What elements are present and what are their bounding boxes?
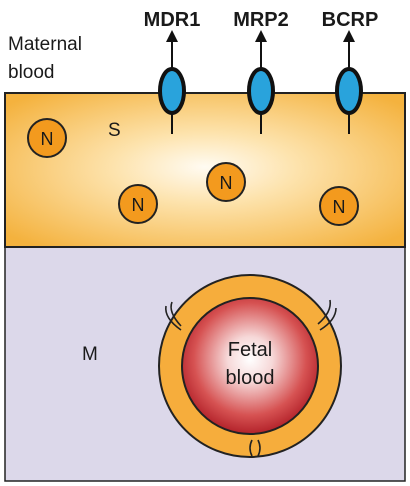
maternal-blood-label-line1: Maternal <box>8 34 82 55</box>
svg-text:N: N <box>220 173 233 193</box>
transporter-label-mdr1: MDR1 <box>144 9 201 31</box>
transporter-label-bcrp: BCRP <box>322 9 379 31</box>
syncytium-label: S <box>108 120 121 141</box>
transporter-label-mrp2: MRP2 <box>233 9 289 31</box>
mesenchyme-label: M <box>82 344 98 365</box>
maternal-blood-label-line2: blood <box>8 62 55 83</box>
nucleus: N <box>118 184 158 224</box>
transporter-bcrp <box>335 30 363 134</box>
transporter-mrp2 <box>247 30 275 134</box>
svg-text:N: N <box>41 129 54 149</box>
nucleus: N <box>27 118 67 158</box>
svg-text:N: N <box>132 195 145 215</box>
nucleus: N <box>206 162 246 202</box>
fetal-blood-label-line1: Fetal <box>228 339 272 361</box>
fetal-capillary <box>158 274 342 458</box>
nucleus: N <box>319 186 359 226</box>
svg-text:N: N <box>333 197 346 217</box>
transporter-mdr1 <box>158 30 186 134</box>
fetal-blood-label-line2: blood <box>226 367 275 389</box>
